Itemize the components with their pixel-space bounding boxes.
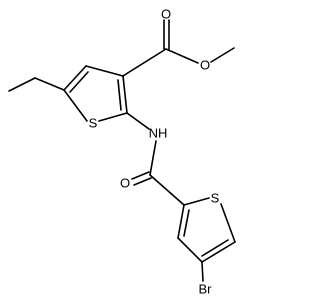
bond-ring1-s-c5 [63, 89, 88, 122]
bond-ester-c3-c [122, 48, 167, 77]
atom-o-carbonyl-ester: O [161, 6, 171, 21]
molecule-structure: O O S NH O S Br [8, 6, 236, 296]
bond-ring2-c4-c3 [177, 237, 203, 263]
atom-o-amide: O [120, 175, 130, 190]
bond-ring2-c5-c4 [201, 241, 236, 263]
bonds [8, 19, 236, 282]
bond-ethyl-ch2 [34, 77, 65, 91]
bond-ring1-c5-c4-inner [69, 71, 89, 93]
bond-ring1-c4-c3 [85, 65, 124, 77]
bond-amide-c-o-double-a [131, 171, 150, 180]
bond-c2-nh [126, 112, 150, 130]
bond-ring2-c3-c2-inner [183, 209, 190, 237]
bond-ring1-c3-c2-inner [117, 79, 122, 111]
bond-amide-c-ring2 [149, 174, 185, 206]
bond-ring2-s-c5 [220, 203, 236, 243]
bond-ring1-c3-c2 [122, 75, 128, 114]
atom-br: Br [199, 281, 213, 296]
bond-ring2-c5-c4-inner [201, 239, 229, 257]
atom-o-ester: O [200, 57, 210, 72]
bond-ring1-c2-s [98, 112, 128, 122]
bond-nh-c-amide [149, 140, 157, 176]
bond-ester-c-o-single [165, 48, 199, 64]
atom-s-ring1: S [89, 115, 98, 130]
bond-ester-o-ch3 [210, 47, 235, 63]
atom-labels: O O S NH O S Br [89, 6, 220, 296]
bond-amide-c-o-double-b [133, 177, 152, 186]
atom-nh: NH [149, 125, 168, 140]
bond-ring1-c5-c4 [63, 65, 87, 91]
bond-ring2-c3-c2 [177, 204, 185, 239]
bond-ring2-c2-s [183, 197, 210, 206]
bond-c4-br [201, 261, 204, 282]
bond-ethyl-ch3 [8, 77, 36, 92]
atom-s-ring2: S [211, 190, 220, 205]
